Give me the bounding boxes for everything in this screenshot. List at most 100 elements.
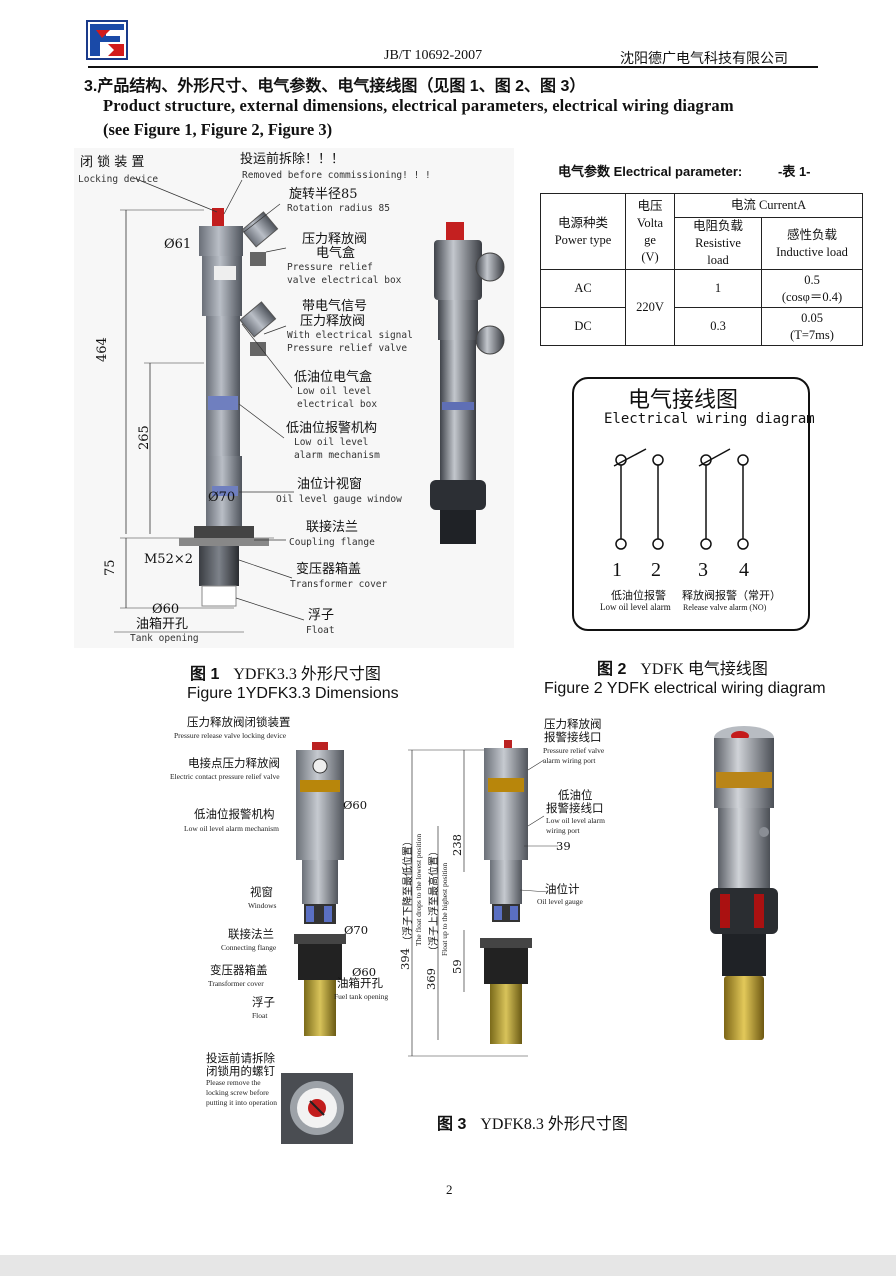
- figure1-3d-render: [424, 222, 508, 544]
- fig3-caption-cn: YDFK8.3 外形尺寸图: [480, 1116, 628, 1133]
- header-rule: [88, 66, 818, 68]
- terminal-1: 1: [612, 559, 622, 581]
- fig3-gauge-en: Oil level gauge: [537, 897, 583, 906]
- fig3-flange-cn: 联接法兰: [228, 927, 274, 941]
- row-dc-ind2: (T=7ms): [790, 327, 834, 342]
- fig3-remove-cn2: 闭锁用的螺钉: [206, 1064, 275, 1078]
- wiring-rel-cn: 释放阀报警（常开）: [682, 589, 781, 602]
- fig1-flange-en: Coupling flange: [289, 537, 375, 548]
- fig3-gauge-cn: 油位计: [545, 882, 580, 896]
- section-title-en-2: (see Figure 1, Figure 2, Figure 3): [103, 120, 333, 139]
- fig3-dia60a: Ø60: [343, 798, 368, 812]
- fig1-sig-cn1: 带电气信号: [302, 299, 368, 314]
- fig3-low-pos-en: The float drops to the lowest position: [414, 833, 423, 946]
- page-number: 2: [446, 1182, 453, 1197]
- row-ac-ind2: (cosφ＝0.4): [781, 289, 843, 304]
- elec-param-table: 电源种类 Power type 电压 Volta ge (V) 电流 Curre…: [540, 193, 863, 346]
- fig3-remove-en1: Please remove the: [206, 1078, 261, 1087]
- fig1-tank-en: Tank opening: [130, 633, 199, 644]
- fig3-remove-en3: putting it into operation: [206, 1098, 278, 1107]
- th-ind-cn: 感性负载: [786, 227, 837, 242]
- fig2-caption-en: Figure 2 YDFK electrical wiring diagram: [544, 680, 826, 697]
- row-dc-res: 0.3: [674, 307, 762, 346]
- fig3-lowport-cn1: 低油位: [558, 788, 593, 802]
- wiring-rel-en: Release valve alarm (NO): [683, 603, 767, 612]
- fig1-dia60: Ø60: [152, 602, 180, 617]
- fig3-dim-238: 238: [450, 834, 464, 856]
- fig1-rotation-label-en: Rotation radius 85: [287, 203, 390, 214]
- fig3-float-en: Float: [252, 1011, 268, 1020]
- th-volt-3: ge: [644, 232, 656, 247]
- fig3-ecprv-en: Electric contact pressure relief valve: [170, 772, 280, 781]
- th-current: 电流 CurrentA: [674, 193, 863, 218]
- th-volt-4: (V): [641, 249, 659, 264]
- fig1-cover-cn: 变压器箱盖: [296, 562, 362, 577]
- fig3-window-en: Windows: [248, 901, 277, 910]
- company-logo: [86, 20, 128, 60]
- fig1-caption-num: 图 1: [190, 666, 220, 683]
- th-res-en2: load: [707, 253, 729, 267]
- fig2-caption-cn: YDFK 电气接线图: [640, 661, 768, 678]
- fig3-dim-394: 394: [398, 948, 412, 970]
- fig3-dim-369: 369: [424, 968, 438, 990]
- wiring-title-en: Electrical wiring diagram: [604, 411, 815, 427]
- fig3-remove-en2: locking screw before: [206, 1088, 269, 1097]
- wiring-low-cn: 低油位报警: [611, 589, 666, 602]
- fig3-dia60b: Ø60: [352, 965, 377, 979]
- fig3-ecprv-cn: 电接点压力释放阀: [188, 756, 280, 770]
- fig3-prvlock-cn: 压力释放阀闭锁装置: [187, 715, 291, 729]
- fig1-caption-cn: YDFK3.3 外形尺寸图: [233, 666, 381, 683]
- fig3-port-en1: Pressure relief valve: [543, 746, 605, 755]
- standard-number: JB/T 10692-2007: [384, 48, 483, 63]
- fig1-rotation-label: 旋转半径85: [289, 187, 358, 202]
- fig1-dia61: Ø61: [164, 237, 192, 252]
- fig3-remove-cn1: 投运前请拆除: [206, 1051, 275, 1065]
- fig2-caption-num: 图 2: [597, 661, 627, 678]
- section-title-cn: 3.产品结构、外形尺寸、电气参数、电气接线图（见图 1、图 2、图 3）: [84, 78, 586, 95]
- company-name: 沈阳德广电气科技有限公司: [620, 52, 788, 67]
- fig3-lowport-en2: wiring port: [546, 826, 580, 835]
- th-res-en1: Resistive: [695, 236, 741, 250]
- section-title-en-1: Product structure, external dimensions, …: [103, 96, 734, 115]
- fig1-prv-cn1: 压力释放阀: [302, 232, 368, 247]
- fig1-prv-en2: valve electrical box: [287, 275, 402, 286]
- wiring-title-cn: 电气接线图: [628, 388, 739, 413]
- fig1-sig-en1: With electrical signal: [287, 330, 413, 341]
- terminal-3: 3: [698, 559, 708, 581]
- fig1-cover-en: Transformer cover: [290, 579, 388, 590]
- row-ac-res: 1: [674, 269, 762, 308]
- fig3-cover-en: Transformer cover: [208, 979, 264, 988]
- fig3-port-en2: alarm wiring port: [543, 756, 596, 765]
- fig3-prvlock-en: Pressure release valve locking device: [174, 731, 287, 740]
- row-ac-type: AC: [540, 269, 626, 308]
- fig3-window-cn: 视窗: [250, 885, 273, 899]
- fig1-tank-cn: 油箱开孔: [136, 617, 189, 632]
- elec-table-number: -表 1-: [778, 164, 811, 179]
- fig3-cover-cn: 变压器箱盖: [210, 963, 268, 977]
- fig3-tank-cn: 油箱开孔: [337, 976, 383, 990]
- fig1-lowbox-en1: Low oil level: [297, 386, 372, 397]
- fig3-tank-en: Fuel tank opening: [334, 992, 389, 1001]
- fig3-lowport-cn2: 报警接线口: [546, 801, 604, 815]
- fig3-high-pos-cn: （浮子上浮至最高位置）: [429, 846, 440, 956]
- fig1-dim-464: 464: [95, 337, 110, 362]
- terminal-2: 2: [651, 559, 661, 581]
- fig1-float-en: Float: [306, 625, 335, 636]
- fig1-dim-265: 265: [137, 425, 152, 450]
- fig1-dia70: Ø70: [208, 490, 236, 505]
- fig1-sig-en2: Pressure relief valve: [287, 343, 408, 354]
- wiring-low-en: Low oil level alarm: [600, 602, 671, 612]
- wiring-diagram-frame: [572, 377, 810, 631]
- th-res-cn: 电阻负载: [692, 219, 743, 233]
- fig3-high-pos-en: Float up to the highest position: [440, 862, 449, 956]
- terminal-4: 4: [739, 559, 749, 581]
- fig1-lock-label-en: Locking device: [78, 174, 159, 185]
- th-volt-1: 电压: [637, 198, 663, 213]
- fig1-sig-cn2: 压力释放阀: [300, 314, 366, 329]
- elec-table-title: 电气参数 Electrical parameter:: [558, 164, 743, 179]
- figure3-side-view: [408, 730, 558, 1060]
- voltage-cell: 220V: [625, 269, 675, 346]
- th-ind-en: Inductive load: [776, 244, 848, 259]
- locking-screw-photo: [281, 1073, 353, 1144]
- fig3-flange-en: Connecting flange: [221, 943, 277, 952]
